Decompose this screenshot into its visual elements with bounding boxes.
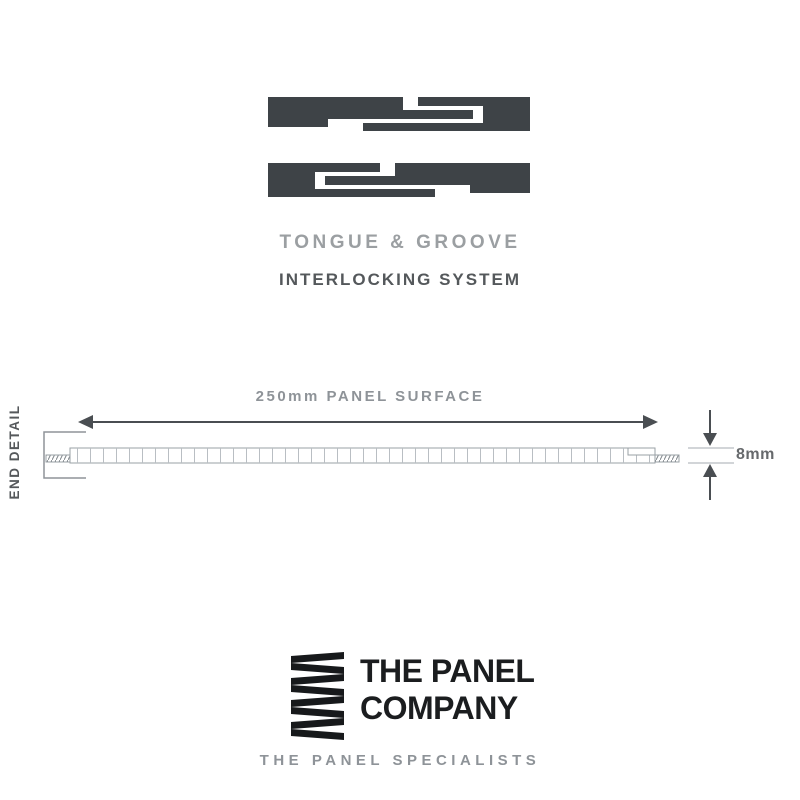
surface-dimension-label: 250mm PANEL SURFACE	[255, 388, 485, 405]
logo-wordmark: THE PANEL COMPANY	[360, 653, 535, 727]
panel-body-hatch	[70, 448, 655, 463]
logo-tagline: THE PANEL SPECIALISTS	[259, 752, 541, 769]
arrowhead-right	[643, 415, 658, 429]
groove-step	[627, 447, 656, 456]
tongue-groove-illustration	[268, 97, 530, 197]
plank-bottom-left	[268, 163, 435, 197]
plank-top-right	[363, 97, 530, 131]
plank-bottom-right	[325, 163, 530, 193]
arrowhead-left	[78, 415, 93, 429]
interlock-subtitle: INTERLOCKING SYSTEM	[278, 270, 521, 289]
end-detail-bracket	[43, 431, 86, 479]
plank-top-left	[268, 97, 473, 127]
thickness-dimension-label: 8mm	[736, 446, 775, 463]
arrowhead-down	[703, 433, 717, 446]
stacked-panels-logo-icon	[291, 652, 344, 740]
extension-lines	[688, 447, 734, 464]
arrowhead-up	[703, 464, 717, 477]
tongue-left	[45, 454, 71, 463]
logo-line-2: COMPANY	[360, 690, 518, 726]
panel-cross-section-drawing	[43, 410, 734, 500]
end-detail-label: END DETAIL	[7, 404, 22, 500]
logo-line-1: THE PANEL	[360, 653, 535, 689]
tongue-right	[654, 454, 680, 463]
interlock-title: TONGUE & GROOVE	[279, 232, 521, 253]
